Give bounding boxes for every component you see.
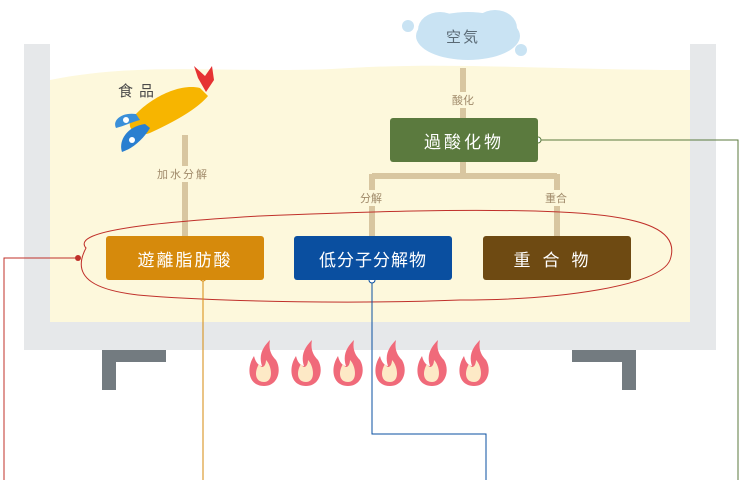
flame-icon — [249, 340, 279, 386]
callout-line-boundary — [3, 257, 78, 480]
stand-right — [572, 350, 636, 390]
callout-line-peroxide — [538, 139, 739, 480]
flame-icon — [375, 340, 405, 386]
cloud-icon — [402, 10, 527, 60]
decomposition-label: 分解 — [358, 190, 384, 206]
callout-dot-boundary — [75, 255, 81, 261]
flames-group — [249, 340, 489, 386]
low-molecular-box: 低分子分解物 — [294, 236, 452, 280]
polymer-box: 重合物 — [483, 236, 631, 280]
flame-icon — [417, 340, 447, 386]
stand-left — [102, 350, 166, 390]
free-fatty-acid-box: 遊離脂肪酸 — [106, 236, 264, 280]
flame-icon — [333, 340, 363, 386]
oxidation-label: 酸化 — [450, 92, 476, 108]
hydrolysis-label: 加水分解 — [155, 166, 211, 182]
air-label: 空気 — [446, 28, 481, 46]
fried-shrimp-icon — [115, 66, 214, 152]
flame-icon — [291, 340, 321, 386]
food-label: 食品 — [118, 82, 161, 100]
reaction-boundary — [80, 209, 673, 303]
callout-line-low-molecular — [371, 280, 487, 480]
peroxide-box: 過酸化物 — [390, 118, 538, 162]
polymerization-label: 重合 — [543, 190, 569, 206]
flame-icon — [459, 340, 489, 386]
